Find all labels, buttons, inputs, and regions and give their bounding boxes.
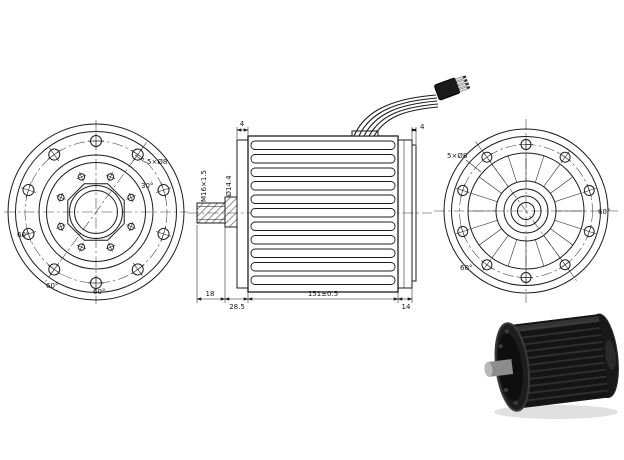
threaded-shaft-end <box>196 202 226 224</box>
connector-housing <box>434 77 461 101</box>
rear-flange-view: 5×Ø8 60° 60° <box>434 119 618 303</box>
photo-highlight <box>507 316 600 333</box>
bolt-callout-label: 5×Ø8 <box>147 158 167 166</box>
right-end-cap <box>397 139 413 289</box>
rear-hub <box>605 340 616 370</box>
flange-outer-circle <box>7 123 185 301</box>
dim-cap-length: 14 <box>402 303 411 311</box>
shaft-section <box>196 196 238 228</box>
angle-label-bottom-left: 60° <box>460 264 472 272</box>
motor-wires <box>353 94 439 137</box>
dim-boss-length: 28.5 <box>229 303 245 311</box>
motor-photo <box>484 313 619 419</box>
bore-inner-circle <box>74 190 118 234</box>
shaft-photo <box>487 359 514 377</box>
flange-outer-circle <box>443 128 609 294</box>
thread-callout-label: M16×1.5 <box>200 170 208 202</box>
side-section-view: M16×1.5 Ø14.4 <box>188 75 471 311</box>
dim-top-left: 4 <box>240 120 245 128</box>
angle-label-top-right: 30° <box>141 182 153 190</box>
dim-shaft-length: 18 <box>206 290 215 298</box>
center-octagon <box>67 183 125 241</box>
shaft-boss <box>224 196 238 228</box>
bottom-dimensions: 18 28.5 151±0.5 14 <box>196 225 413 311</box>
bearing-circle <box>510 195 542 227</box>
connector-pin-tips <box>462 75 471 90</box>
hub-circle <box>46 162 146 262</box>
bore-circle <box>69 185 123 239</box>
bolt-callout-leader <box>465 159 482 173</box>
center-bore <box>517 202 535 220</box>
flange-inner-rim <box>15 131 177 293</box>
hub-circle <box>503 188 549 234</box>
front-flange-view: 5×Ø8 60° 60° 60° 30° <box>4 120 188 304</box>
flange-inner-rim <box>451 136 601 286</box>
cooling-fins <box>250 140 396 285</box>
wire-connector <box>434 75 471 101</box>
angle-label-bottom: 60° <box>93 288 105 296</box>
bolt-callout-label: 5×Ø8 <box>447 152 467 160</box>
dim-top-right: 4 <box>420 123 425 131</box>
shaft-end-photo <box>484 361 493 377</box>
housing-circle <box>38 154 154 270</box>
right-rim <box>411 144 417 282</box>
dim-body-length: 151±0.5 <box>308 290 338 298</box>
angle-label-bottom-left: 60° <box>46 282 58 290</box>
top-dimensions: 4 4 <box>236 120 425 144</box>
left-end-cap <box>236 139 249 289</box>
angle-label-left: 60° <box>17 231 29 239</box>
shaft-diameter-label: Ø14.4 <box>225 175 233 197</box>
photo-shadow <box>494 405 618 419</box>
angle-label-right: 60° <box>598 208 610 216</box>
bolt-callout-leader <box>134 154 147 164</box>
